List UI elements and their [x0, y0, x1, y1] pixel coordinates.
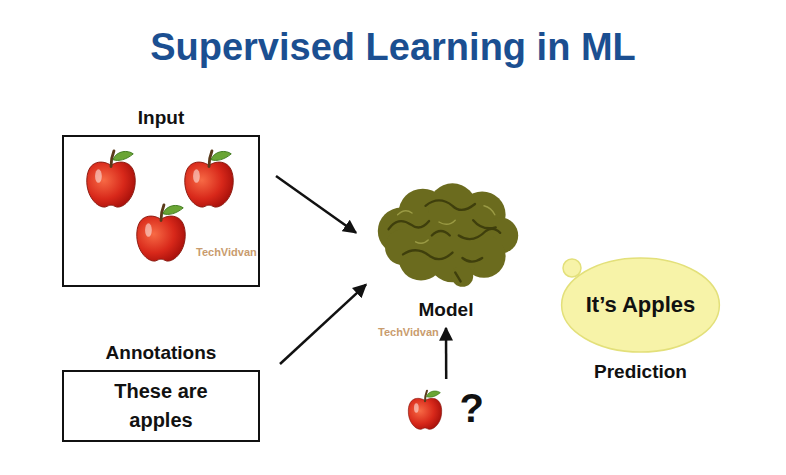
watermark: TechVidvan — [196, 246, 257, 258]
box-text: These are apples — [91, 377, 231, 435]
bubble-caption: Prediction — [540, 361, 741, 383]
bubble-text: It’s Apples — [586, 292, 696, 318]
arrow-connector — [445, 328, 448, 379]
thought-dot — [563, 259, 581, 277]
arrow-connector — [276, 176, 356, 233]
diagram-title: Supervised Learning in ML — [0, 26, 786, 69]
box-heading: Input — [34, 107, 288, 129]
watermark: TechVidvan — [378, 326, 439, 338]
input-box: Input — [62, 135, 260, 287]
box-heading: Annotations — [34, 342, 288, 364]
thought-bubble: It’s ApplesPrediction — [560, 257, 721, 353]
apple-picture — [185, 151, 233, 207]
query-node: ? — [402, 383, 487, 435]
apple-picture — [408, 391, 441, 430]
apple-picture — [137, 205, 185, 261]
arrow-connector — [280, 285, 366, 364]
apple-picture — [87, 151, 135, 207]
brain-picture — [378, 183, 518, 287]
question-mark: ? — [460, 386, 484, 431]
model-node: Model — [368, 178, 524, 322]
node-label: Model — [368, 299, 524, 321]
annotation-box: AnnotationsThese are apples — [62, 370, 260, 442]
